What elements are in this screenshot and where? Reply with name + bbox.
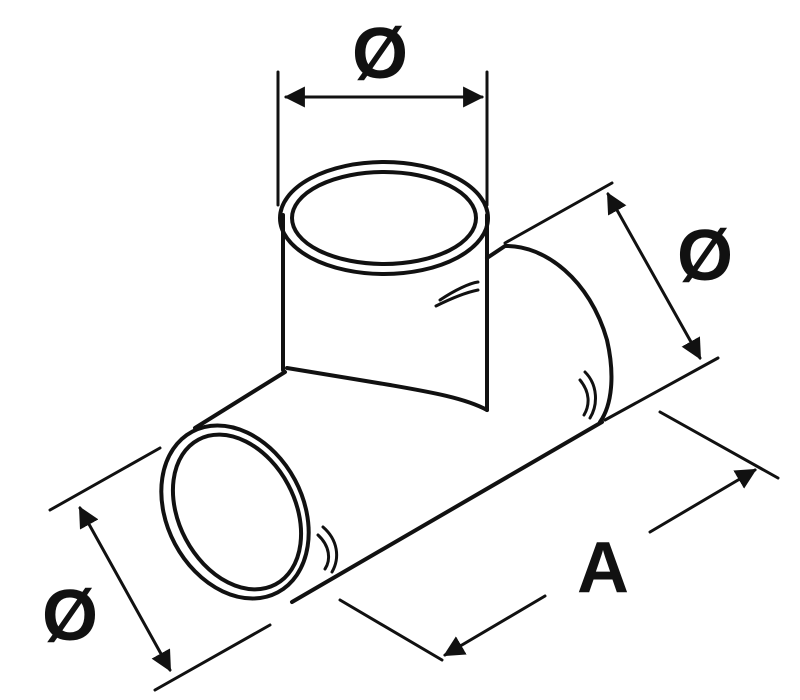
dimension-lines: [48, 70, 780, 692]
length-a-label: A: [577, 528, 629, 608]
vertical-branch: [278, 160, 490, 412]
left-diameter-label: Ø: [42, 576, 98, 656]
right-diameter-label: Ø: [677, 216, 733, 296]
main-run: [159, 243, 614, 604]
top-diameter-label: Ø: [352, 14, 408, 94]
